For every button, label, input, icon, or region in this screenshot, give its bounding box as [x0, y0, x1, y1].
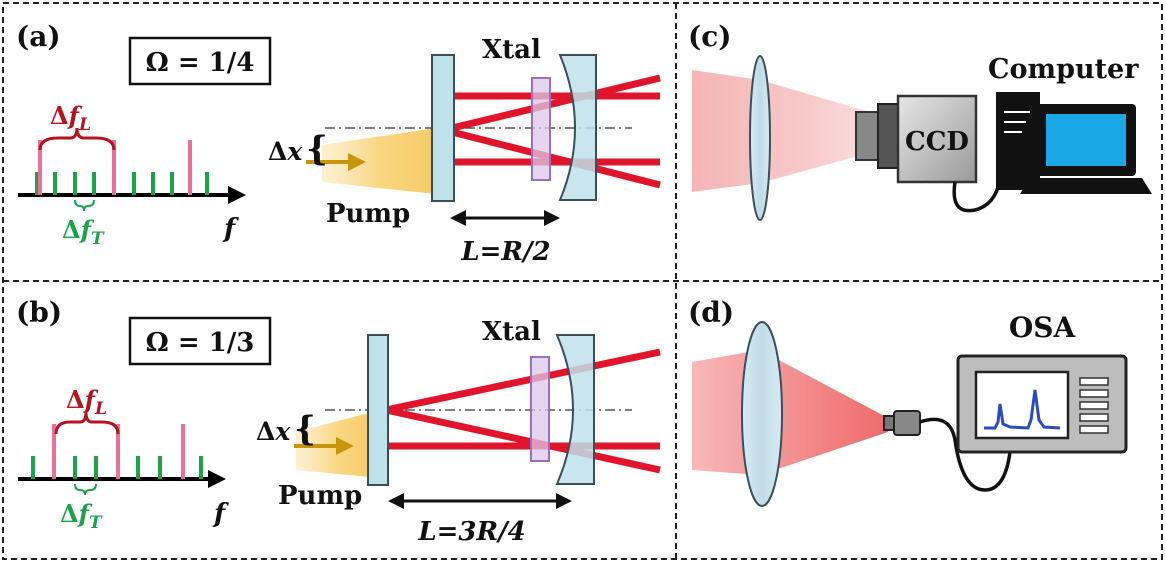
panel-d: (d) OSA: [688, 296, 1128, 507]
panel-b: (b) Ω = 1/3 ΔfL ΔfT f: [16, 296, 661, 547]
curved-mirror-a: [558, 54, 597, 201]
comb-lines-green-b: [31, 456, 203, 479]
computer-keyboard: [1020, 178, 1152, 194]
pump-arrowhead-b: [336, 437, 354, 455]
f-axis-label-a: f: [222, 214, 239, 244]
cavity-a: Δx { Pump Xtal L=R/2: [268, 35, 661, 267]
crystal-a: [531, 77, 551, 181]
delta-x-label-a: Δx: [268, 137, 303, 166]
omega-box-b: [128, 316, 272, 366]
computer-label: Computer: [988, 54, 1139, 85]
f-axis-label-b: f: [212, 499, 229, 529]
fiber-coupler: [893, 410, 921, 436]
lens-d: [741, 321, 783, 507]
osa-buttons: [1079, 377, 1109, 434]
frequency-comb-a: ΔfL ΔfT f: [18, 101, 246, 249]
delta-fl-label-b: ΔfL: [66, 385, 107, 419]
brace-ft-b: [74, 483, 97, 496]
panel-a: (a) Ω = 1/4 ΔfL: [16, 20, 661, 267]
beam-d: [692, 350, 888, 475]
brace-ft-a: [74, 199, 95, 212]
frequency-comb-b: ΔfL ΔfT f: [18, 385, 229, 533]
computer-tower: [996, 92, 1040, 190]
comb-lines-green-a: [35, 172, 209, 195]
length-label-a: L=R/2: [460, 237, 550, 267]
laser-beams-b: [385, 348, 661, 474]
cavity-b: Δx { Pump Xtal L=3R/4: [256, 317, 661, 547]
delta-fl-label-a: ΔfL: [50, 101, 91, 135]
camera-lens: [855, 111, 879, 161]
osa-instrument: [956, 354, 1128, 454]
brace-fl-b: [54, 411, 120, 435]
delta-ft-label-a: ΔfT: [62, 215, 105, 249]
delta-x-brace-a: {: [306, 129, 328, 169]
brace-fl-a: [38, 127, 116, 151]
delta-x-brace-b: {: [294, 409, 316, 449]
osa-label: OSA: [1009, 311, 1077, 344]
axis-arrow-b: [208, 470, 226, 488]
omega-label-b: Ω = 1/3: [146, 328, 255, 358]
beam-c: [692, 70, 880, 192]
pump-beam-a: [322, 128, 436, 194]
camera-cable: [952, 179, 1002, 213]
delta-x-label-b: Δx: [256, 417, 291, 446]
flat-mirror-a: [431, 54, 455, 202]
xtal-label-b: Xtal: [482, 317, 541, 347]
ccd-label: CCD: [905, 127, 969, 157]
omega-label-a: Ω = 1/4: [146, 48, 255, 78]
fiber-cable: [919, 417, 1012, 492]
panel-c: (c) CCD Computer: [688, 20, 1152, 221]
delta-ft-label-b: ΔfT: [60, 499, 103, 533]
curved-mirror-b: [555, 334, 595, 485]
xtal-label-a: Xtal: [482, 35, 541, 65]
axis-arrow-a: [228, 186, 246, 204]
computer-icon: [996, 92, 1152, 194]
osa-spectrum-trace: [984, 389, 1061, 430]
pump-label-a: Pump: [326, 199, 410, 229]
pump-arrowhead-a: [348, 153, 366, 171]
panel-d-tag: (d): [688, 296, 734, 329]
panel-a-tag: (a): [16, 20, 61, 53]
length-label-b: L=3R/4: [417, 517, 525, 547]
crystal-b: [530, 356, 550, 462]
computer-screen: [1046, 114, 1126, 166]
camera-body: [896, 94, 978, 184]
omega-box-a: [128, 36, 272, 86]
lens-c: [749, 55, 771, 221]
pump-label-b: Pump: [278, 481, 362, 511]
laser-beams-a: [443, 74, 661, 189]
ccd-camera: CCD: [855, 94, 978, 184]
panel-c-tag: (c): [688, 20, 732, 53]
panel-b-tag: (b): [16, 296, 62, 329]
flat-mirror-b: [367, 334, 389, 486]
